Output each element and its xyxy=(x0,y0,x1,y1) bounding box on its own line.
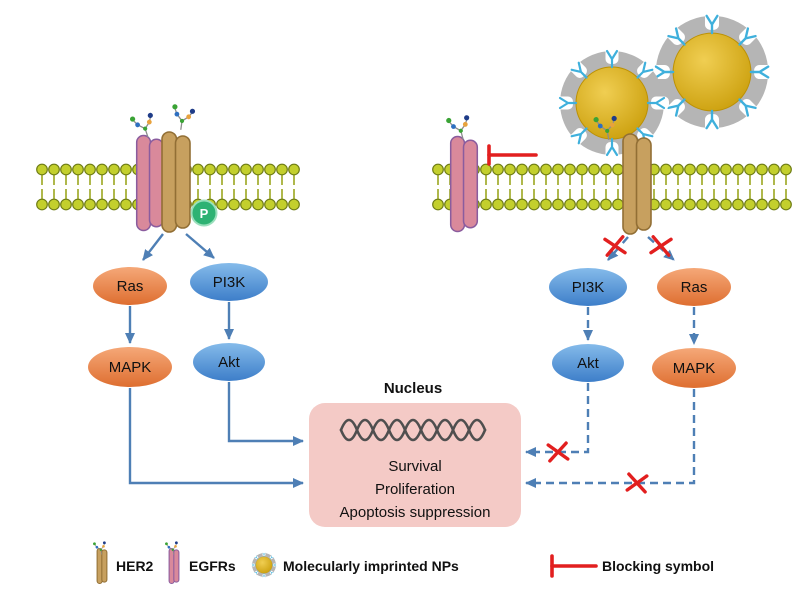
arrow-mapk-to-nucleus-blocked xyxy=(525,389,696,488)
arrow-akt-to-nucleus-blocked xyxy=(525,383,590,457)
node-label: Akt xyxy=(577,355,600,372)
blocked-x-icon xyxy=(546,441,570,463)
blocking-symbol xyxy=(487,144,538,166)
node-mapk-left: MAPK xyxy=(88,347,172,387)
legend-egfrs-label: EGFRs xyxy=(189,558,236,574)
her2-receptor-right xyxy=(622,133,652,235)
effect-survival: Survival xyxy=(388,458,441,475)
blocked-x-icon xyxy=(603,235,627,257)
node-label: Ras xyxy=(117,278,144,295)
node-label: MAPK xyxy=(673,360,716,377)
legend: HER2 EGFRs Molecularly imprinted NPs Blo… xyxy=(92,539,714,585)
legend-item-her2: HER2 xyxy=(92,539,154,585)
node-akt-right: Akt xyxy=(552,344,624,382)
arrow-mapk-to-nucleus xyxy=(128,388,304,488)
legend-item-egfrs: EGFRs xyxy=(164,539,236,585)
node-label: Akt xyxy=(218,354,241,371)
node-pi3k-left: PI3K xyxy=(190,263,268,301)
node-label: MAPK xyxy=(109,359,152,376)
phospho-badge: P xyxy=(190,199,218,227)
node-label: Ras xyxy=(681,279,708,296)
arrow-receptor-to-ras xyxy=(142,233,164,261)
blocked-x-icon xyxy=(649,235,673,257)
nucleus-box: Survival Proliferation Apoptosis suppres… xyxy=(309,403,521,527)
effect-apoptosis-suppression: Apoptosis suppression xyxy=(340,504,491,521)
blocked-x-icon xyxy=(625,472,649,494)
legend-blocking-label: Blocking symbol xyxy=(602,558,714,574)
cell-membrane-right xyxy=(432,163,792,211)
node-akt-left: Akt xyxy=(193,343,265,381)
her2-receptor-left xyxy=(161,131,191,233)
node-ras-right: Ras xyxy=(657,268,731,306)
arrow-akt-to-nucleus xyxy=(227,382,304,446)
egfr-receptor-right xyxy=(449,135,479,233)
legend-item-blocking: Blocking symbol xyxy=(550,554,714,578)
node-label: PI3K xyxy=(213,274,246,291)
node-mapk-right: MAPK xyxy=(652,348,736,388)
arrow-receptor-to-pi3k xyxy=(185,233,215,259)
phospho-label: P xyxy=(200,206,209,221)
imprinted-nanoparticle-1 xyxy=(555,46,669,160)
nucleus-title: Nucleus xyxy=(384,380,442,397)
nanoparticle-icon xyxy=(251,552,277,578)
effect-proliferation: Proliferation xyxy=(375,481,455,498)
legend-nps-label: Molecularly imprinted NPs xyxy=(283,558,459,574)
dna-icon xyxy=(339,418,487,442)
node-label: PI3K xyxy=(572,279,605,296)
blocking-symbol-icon xyxy=(550,554,598,578)
legend-item-nps: Molecularly imprinted NPs xyxy=(251,552,459,578)
legend-her2-label: HER2 xyxy=(116,558,154,574)
imprinted-nanoparticle-2 xyxy=(650,10,773,133)
glycan-icon xyxy=(168,103,197,133)
egfr-receptor-left xyxy=(135,134,165,232)
node-ras-left: Ras xyxy=(93,267,167,305)
node-pi3k-right: PI3K xyxy=(549,268,627,306)
